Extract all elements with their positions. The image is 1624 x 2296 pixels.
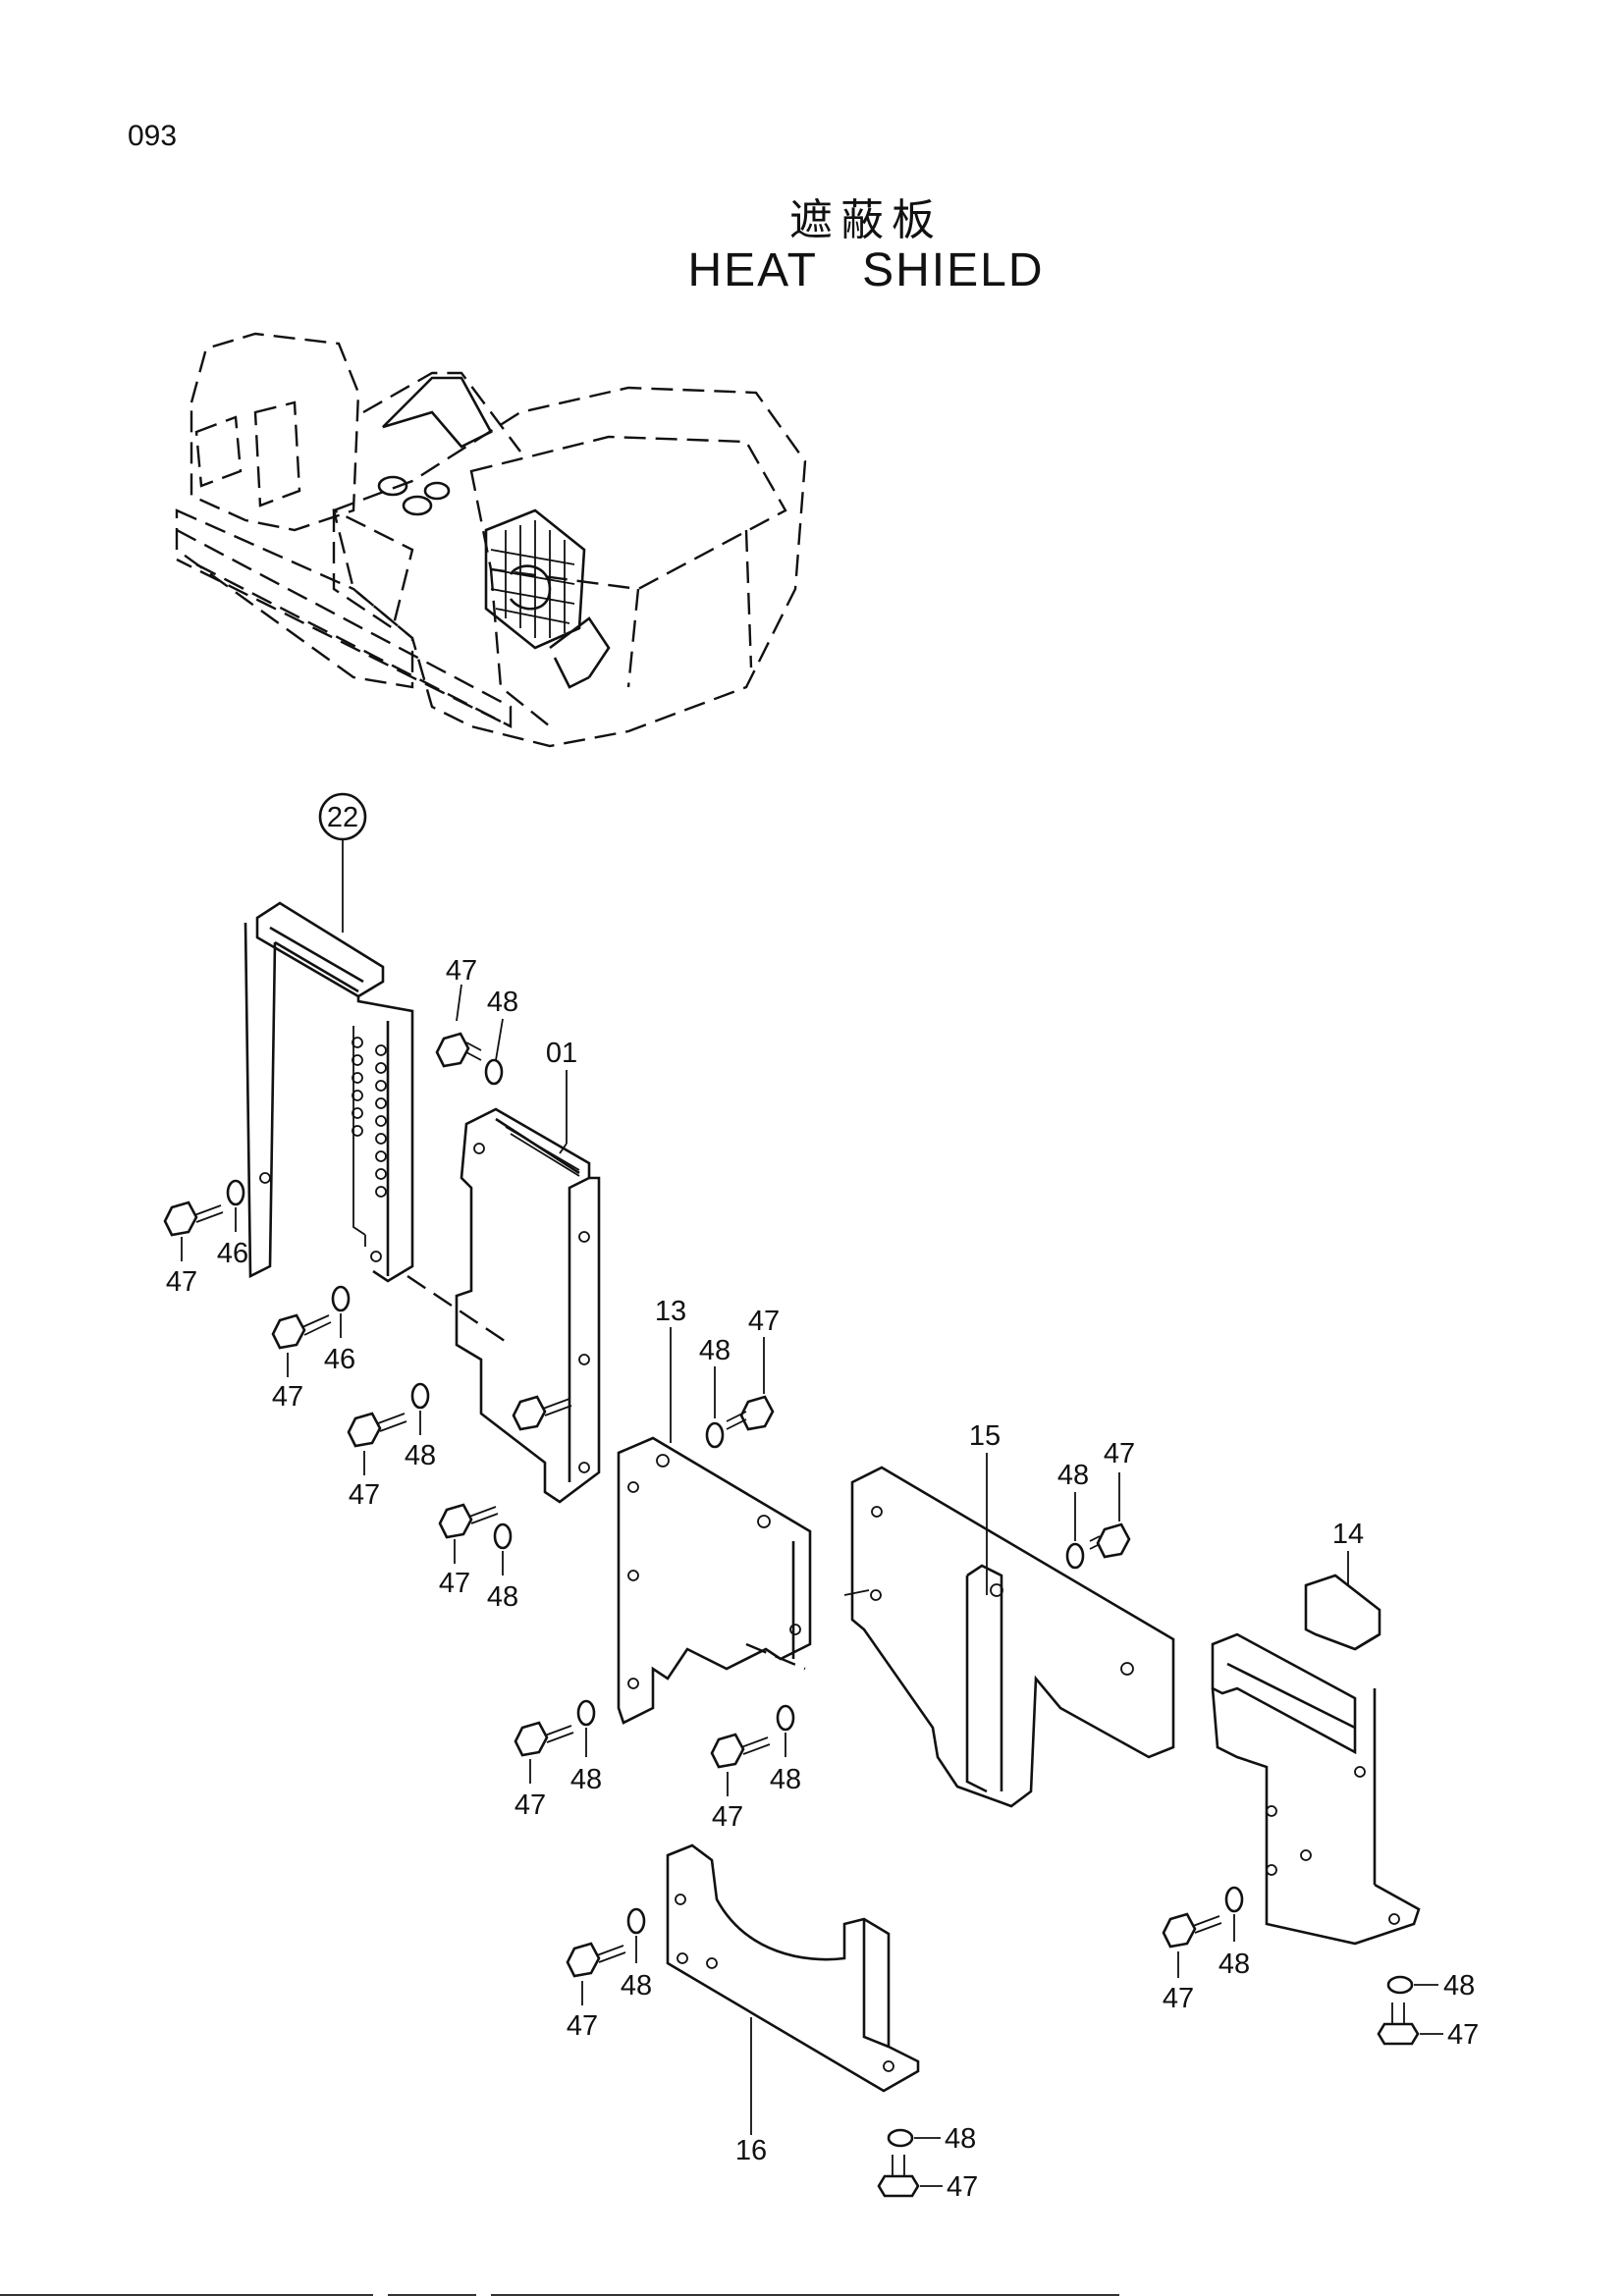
bolt-icon xyxy=(347,1412,407,1448)
part-labels: 22 01 13 15 14 16 47 48 47 46 47 46 47 4… xyxy=(166,792,1479,2203)
bolt-icon xyxy=(435,1032,482,1068)
label-16: 16 xyxy=(735,2135,767,2166)
title-english: HEAT SHIELD xyxy=(687,244,1045,296)
washer-icon xyxy=(331,1285,351,1312)
bolt-icon xyxy=(710,1733,771,1769)
label-47: 47 xyxy=(439,1568,470,1599)
label-48: 48 xyxy=(487,1581,518,1613)
label-47: 47 xyxy=(947,2171,978,2203)
washer-icon xyxy=(484,1058,504,1086)
label-13: 13 xyxy=(655,1296,686,1327)
part-13-plate xyxy=(617,1436,812,1725)
label-47: 47 xyxy=(1104,1438,1135,1469)
label-22: 22 xyxy=(327,802,358,833)
footer-rule xyxy=(491,2294,1119,2296)
bolt-icon xyxy=(1089,1522,1131,1559)
washer-icon xyxy=(776,1704,795,1732)
label-15: 15 xyxy=(969,1420,1001,1452)
bolt-icon xyxy=(566,1942,626,1978)
bolt-icon xyxy=(514,1721,574,1757)
label-47: 47 xyxy=(1447,2019,1479,2051)
bolt-icon xyxy=(877,2155,920,2198)
label-47: 47 xyxy=(349,1479,380,1511)
part-15-plate xyxy=(843,1466,1175,1808)
machine-overview-illustration xyxy=(175,332,807,748)
part-14-bracket xyxy=(1211,1574,1421,1946)
radiator-highlight xyxy=(484,508,611,689)
label-48: 48 xyxy=(945,2123,976,2155)
washer-icon xyxy=(1386,1975,1414,1995)
leader-lines xyxy=(181,839,1443,2187)
washer-icon xyxy=(226,1179,245,1206)
fasteners xyxy=(163,1032,1420,2198)
label-14: 14 xyxy=(1332,1519,1364,1550)
washer-icon xyxy=(705,1421,725,1449)
part-22-bracket xyxy=(244,901,414,1283)
washer-icon xyxy=(1065,1542,1085,1570)
washer-icon xyxy=(410,1382,430,1410)
washer-icon xyxy=(493,1522,513,1550)
bolt-icon xyxy=(271,1313,332,1350)
label-46: 46 xyxy=(217,1238,248,1269)
label-47: 47 xyxy=(446,955,477,987)
label-48: 48 xyxy=(770,1764,801,1795)
bolt-icon xyxy=(163,1201,224,1237)
washer-icon xyxy=(626,1907,646,1935)
bolt-icon xyxy=(726,1395,775,1431)
footer-rule xyxy=(0,2294,373,2296)
label-47: 47 xyxy=(166,1266,197,1298)
footer-rule xyxy=(388,2294,476,2296)
bolt-icon xyxy=(1162,1912,1222,1949)
label-47: 47 xyxy=(272,1381,303,1413)
label-48: 48 xyxy=(1443,1970,1475,2002)
label-47: 47 xyxy=(748,1306,780,1337)
callout-circle xyxy=(318,792,367,841)
label-48: 48 xyxy=(621,1970,652,2002)
label-48: 48 xyxy=(487,987,518,1018)
part-01-heat-shield-plate xyxy=(406,1107,601,1504)
label-47: 47 xyxy=(1163,1983,1194,2014)
bolt-icon xyxy=(512,1395,572,1431)
label-01: 01 xyxy=(546,1038,577,1069)
washer-icon xyxy=(576,1699,596,1727)
label-48: 48 xyxy=(405,1440,436,1471)
title-japanese: 遮蔽板 xyxy=(789,195,943,245)
part-16-bracket xyxy=(666,1843,920,2093)
label-48: 48 xyxy=(1218,1949,1250,1980)
label-48: 48 xyxy=(699,1335,731,1366)
bolt-icon xyxy=(1377,2002,1420,2046)
label-47: 47 xyxy=(712,1801,743,1833)
label-48: 48 xyxy=(1057,1460,1089,1491)
page-number: 093 xyxy=(128,120,178,152)
washer-icon xyxy=(887,2128,914,2148)
washer-icon xyxy=(1224,1886,1244,1913)
label-48: 48 xyxy=(570,1764,602,1795)
label-46: 46 xyxy=(324,1344,355,1375)
label-47: 47 xyxy=(514,1789,546,1821)
bolt-icon xyxy=(438,1503,499,1539)
label-47: 47 xyxy=(567,2010,598,2042)
